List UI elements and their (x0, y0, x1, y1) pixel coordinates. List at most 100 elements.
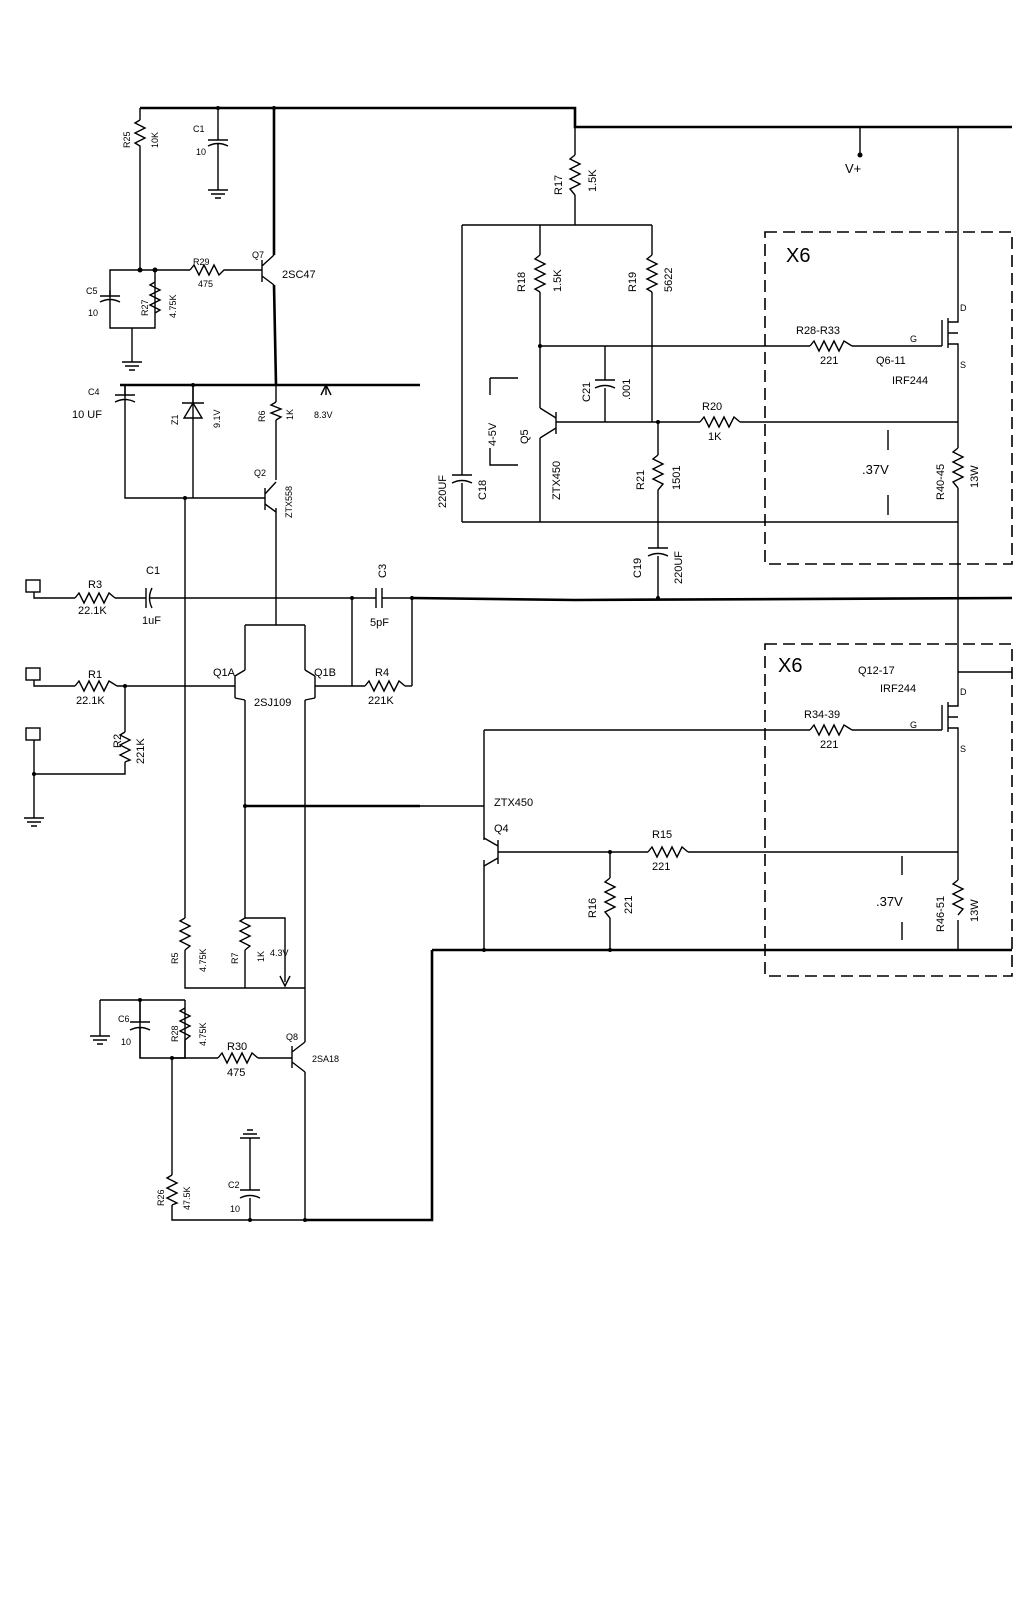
q1b-label: Q1B (314, 667, 336, 679)
r25-label: R25 (122, 131, 132, 148)
c5-label: C5 (86, 286, 98, 296)
input-connectors (25, 579, 41, 741)
r18-value: 1.5K (552, 269, 564, 292)
r25-resistor (133, 119, 147, 150)
r29-label: R29 (193, 257, 210, 267)
q5-bracket (489, 377, 518, 466)
q1b-jfet (304, 669, 316, 701)
q12-17-label: Q12-17 (858, 665, 895, 677)
q4-label: Q4 (494, 823, 509, 835)
r19-label: R19 (627, 272, 639, 292)
r28-33-label: R28-R33 (796, 325, 840, 337)
c2-value: 10 (230, 1204, 240, 1214)
junction-dots (32, 106, 863, 1222)
r34-39-label: R34-39 (804, 709, 840, 721)
z1-zener (182, 385, 204, 419)
q8-label: Q8 (286, 1032, 298, 1042)
c5-value: 10 (88, 308, 98, 318)
r46-51-resistor (951, 879, 965, 916)
r46-51-value: 13W (969, 899, 981, 922)
r46-51-label: R46-51 (935, 896, 947, 932)
r16-value: 221 (623, 896, 635, 914)
q2-part: ZTX558 (284, 486, 294, 518)
c1-top-capacitor (207, 128, 229, 175)
r2-value: 221K (135, 738, 147, 764)
resistors (74, 119, 965, 1206)
r7-value: 1K (256, 951, 266, 962)
r20-resistor (699, 415, 741, 429)
r7-label: R7 (230, 952, 240, 964)
pin-g-bottom: G (910, 720, 917, 730)
r34-39-value: 221 (820, 739, 838, 751)
r17-label: R17 (553, 175, 565, 195)
r28-33-resistor (809, 339, 853, 353)
z1-value: 9.1V (212, 409, 222, 428)
r28-value: 4.75K (198, 1022, 208, 1046)
c6-capacitor (129, 1000, 151, 1058)
r2-resistor (118, 731, 132, 763)
q5-part: ZTX450 (551, 461, 563, 500)
r27-label: R27 (140, 299, 150, 316)
c4-capacitor (114, 385, 136, 403)
r19-value: 5622 (663, 268, 675, 292)
q5-transistor (539, 407, 557, 439)
c6-label: C6 (118, 1014, 130, 1024)
c1-in-value: 1uF (142, 615, 161, 627)
r20-value: 1K (708, 431, 722, 443)
q6-11-mosfet (941, 310, 959, 360)
c2-capacitor (239, 1189, 261, 1199)
r15-value: 221 (652, 861, 670, 873)
r1-resistor (74, 679, 118, 693)
q8-transistor (291, 1041, 306, 1073)
c18-value: 220UF (437, 475, 449, 508)
transistors (234, 254, 959, 1073)
pin-s-bottom: S (960, 744, 966, 754)
c2-label: C2 (228, 1180, 240, 1190)
v83-label: 8.3V (314, 410, 333, 420)
c21-capacitor (594, 379, 616, 389)
v37-bottom-label: .37V (876, 894, 903, 909)
r40-45-label: R40-45 (935, 464, 947, 500)
r28-resistor (178, 1007, 192, 1058)
r27-resistor (148, 281, 162, 314)
r20-label: R20 (702, 401, 722, 413)
r34-39-resistor (809, 723, 853, 737)
r30-label: R30 (227, 1041, 247, 1053)
c4-label: C4 (88, 387, 100, 397)
r19-resistor (645, 254, 659, 293)
r26-resistor (165, 1174, 179, 1206)
r25-value: 10K (150, 132, 160, 148)
r40-45-resistor (951, 447, 965, 489)
capacitors (99, 128, 669, 1199)
r29-value: 475 (198, 279, 213, 289)
c1-in-capacitor (140, 587, 158, 609)
q8-part: 2SA18 (312, 1054, 339, 1064)
c3-value: 5pF (370, 617, 389, 629)
v37-top-label: .37V (862, 462, 889, 477)
z1-label: Z1 (170, 414, 180, 425)
r5-value: 4.75K (198, 948, 208, 972)
r29-resistor (189, 263, 230, 277)
c1-top-label: C1 (193, 124, 205, 134)
r4-resistor (364, 679, 406, 693)
c5-capacitor (99, 290, 121, 303)
r30-value: 475 (227, 1067, 245, 1079)
q7-part: 2SC47 (282, 269, 316, 281)
r2-label: R2 (112, 734, 124, 748)
q5-label: Q5 (519, 429, 531, 444)
r21-label: R21 (635, 470, 647, 490)
r17-resistor (568, 154, 582, 196)
r15-resistor (647, 845, 689, 859)
q4-part: ZTX450 (494, 797, 533, 809)
irf-top-label: IRF244 (892, 375, 928, 387)
r18-resistor (533, 254, 547, 293)
component-labels: R25 10K C1 10 Q7 2SC47 R29 475 C5 10 R27… (72, 124, 981, 1214)
r18-label: R18 (516, 272, 528, 292)
x6-top-label: X6 (786, 245, 810, 267)
c1-top-value: 10 (196, 147, 206, 157)
ground-symbols (24, 175, 260, 1145)
v43-label: 4.3V (270, 948, 289, 958)
q7-transistor (261, 254, 275, 286)
c19-value: 220UF (673, 551, 685, 584)
